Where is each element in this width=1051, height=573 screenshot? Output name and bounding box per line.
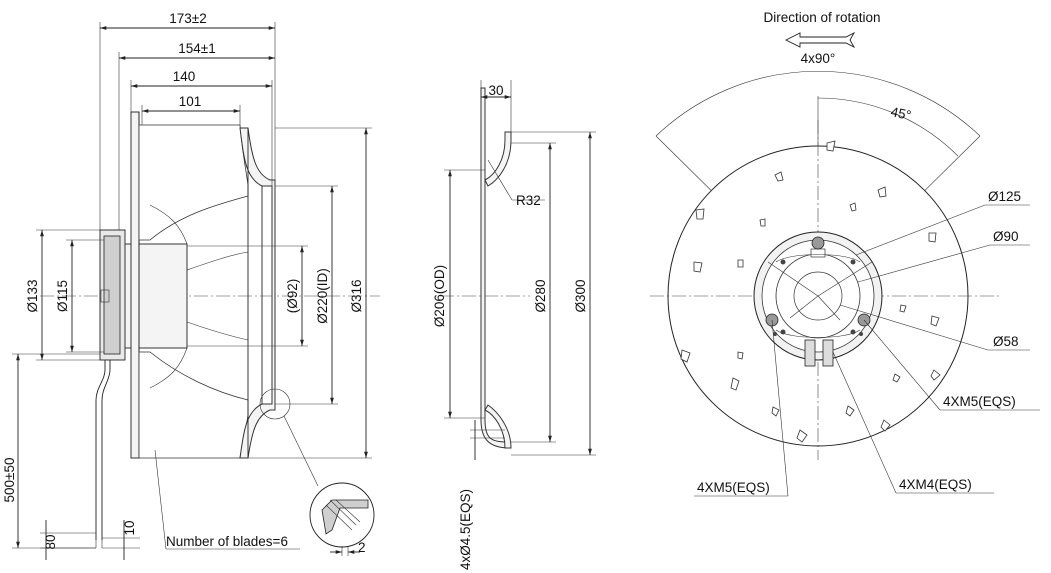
leader-m5-left <box>771 319 789 497</box>
screw-hole <box>780 259 786 265</box>
blade-vents <box>680 140 941 443</box>
dia-58: Ø58 <box>993 334 1019 349</box>
angle-arc-45 <box>817 97 959 157</box>
vent <box>680 349 691 363</box>
dia-206: Ø206(OD) <box>432 265 447 327</box>
dia-133: Ø133 <box>25 279 40 312</box>
blade-bottom <box>138 351 249 459</box>
impeller-backplate <box>130 111 140 459</box>
leader-m4 <box>832 351 897 494</box>
thread-m4: 4XM4(EQS) <box>899 477 972 492</box>
vent <box>771 406 780 417</box>
vent <box>930 369 941 381</box>
vent <box>930 315 940 327</box>
rotation-label: Direction of rotation <box>763 10 880 25</box>
cable-length: 500±50 <box>2 458 17 503</box>
detail-callout-circle <box>259 388 291 420</box>
blades-leader <box>154 449 167 550</box>
cable-gland <box>100 289 110 303</box>
thread-m5-right: 4XM5(EQS) <box>943 394 1016 409</box>
angle-arc-90 <box>655 70 981 137</box>
inlet-ring-lip-top <box>484 131 512 187</box>
hub-58 <box>793 271 843 321</box>
dim-overall: 173±2 <box>169 11 206 26</box>
vent <box>693 261 703 273</box>
inlet-ring-lip-bottom <box>484 404 512 449</box>
dia-125: Ø125 <box>988 189 1021 204</box>
vent <box>774 171 784 182</box>
vent <box>826 140 836 152</box>
vent <box>877 186 887 198</box>
dia-92: (Ø92) <box>285 279 300 314</box>
dim-mid: 154±1 <box>178 41 215 56</box>
leader-58 <box>839 304 989 351</box>
blades-note: Number of blades=6 <box>166 534 288 549</box>
holes-note: 4xØ4.5(EQS) <box>458 489 473 570</box>
dia-316: Ø316 <box>349 279 364 312</box>
inlet-shroud <box>239 127 276 459</box>
dia-280: Ø280 <box>533 279 548 312</box>
angle-45: 45° <box>889 104 912 123</box>
front-view: Direction of rotation 4x90° 45° <box>650 10 1040 497</box>
vent <box>730 377 740 391</box>
cable-gland-2 <box>822 339 834 367</box>
cable-2 <box>101 360 111 540</box>
leader-90 <box>857 244 991 283</box>
dim-80: 80 <box>43 534 58 549</box>
detail-magnified <box>309 482 375 548</box>
thread-m5-left: 4XM5(EQS) <box>697 480 770 495</box>
dia-90: Ø90 <box>993 229 1019 244</box>
side-view: 173±2 154±1 140 101 Ø133 Ø115 (Ø92) Ø220… <box>2 11 380 560</box>
vent <box>928 232 937 243</box>
screw-hole <box>850 259 856 265</box>
vent <box>899 304 907 313</box>
vent <box>759 218 766 227</box>
radius-32: R32 <box>516 193 541 208</box>
vent <box>695 208 705 220</box>
cable-1 <box>95 360 106 540</box>
vent <box>796 429 808 443</box>
cable-gland-1 <box>804 339 816 367</box>
blade-top <box>138 124 249 241</box>
dim-10: 10 <box>122 520 137 535</box>
angle-4x90: 4x90° <box>801 51 836 66</box>
direction-arrow-icon <box>784 31 856 49</box>
vent <box>892 373 901 383</box>
screw-hole <box>859 332 863 336</box>
dia-220: Ø220(ID) <box>315 268 330 324</box>
vent <box>880 419 891 432</box>
bolt-top <box>811 236 825 250</box>
screw-hole <box>773 332 777 336</box>
dia-300: Ø300 <box>573 279 588 312</box>
dim-30: 30 <box>488 83 503 98</box>
vent <box>849 202 857 212</box>
dia-115: Ø115 <box>55 280 70 312</box>
leader-125 <box>855 204 986 256</box>
leader-m5-right <box>863 319 941 411</box>
screw-hole <box>850 329 856 335</box>
dim-101: 101 <box>179 94 202 109</box>
vent <box>737 259 744 268</box>
dim-140: 140 <box>173 69 196 84</box>
inlet-ring-view: 30 R32 Ø206(OD) Ø280 Ø300 4xØ4.5(EQS) <box>432 80 596 570</box>
dim-2: 2 <box>358 540 366 555</box>
detail-section <box>321 499 369 535</box>
screw-hole <box>780 329 786 335</box>
r32-leader <box>487 159 513 201</box>
vent <box>737 351 744 360</box>
motor-stator <box>103 235 121 355</box>
hub-slot <box>810 248 826 258</box>
vent <box>845 405 855 417</box>
